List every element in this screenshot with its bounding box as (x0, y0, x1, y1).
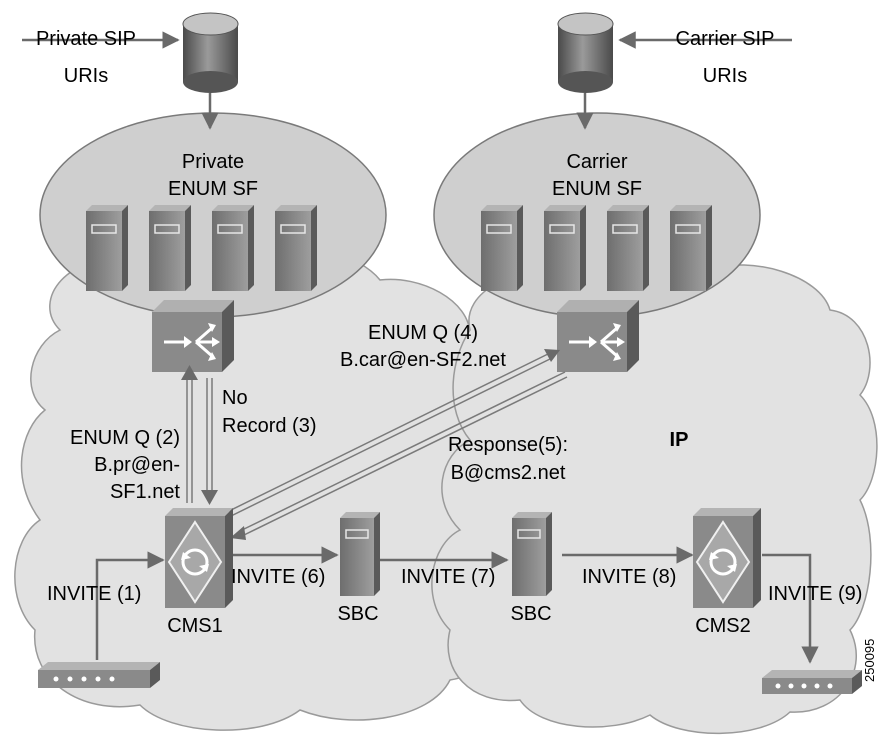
invite8-label: INVITE (8) (582, 566, 676, 588)
no-record3-label-line1: No (222, 387, 248, 409)
carrier-sf-server-icon (607, 205, 649, 291)
sbc2-server-icon (512, 512, 552, 596)
enum-q2-label-line3: SF1.net (110, 481, 180, 503)
carrier-router-switch-icon (557, 300, 639, 372)
private-sf-server-icon (212, 205, 254, 291)
carrier-sip-label-line2: URIs (703, 65, 747, 87)
invite9-label: INVITE (9) (768, 583, 862, 605)
carrier-sip-label-line1: Carrier SIP (676, 28, 775, 50)
private-sip-label-line2: URIs (64, 65, 108, 87)
private-database-icon (182, 12, 239, 93)
private-sf-server-icon (86, 205, 128, 291)
enum-query-2-arrow (181, 365, 198, 503)
phone2-ip-phone-icon (762, 670, 862, 694)
private-sf-title-line2: ENUM SF (168, 178, 258, 200)
response5-label-line2: B@cms2.net (451, 462, 566, 484)
response5-label-line1: Response(5): (448, 434, 568, 456)
carrier-sf-server-icon (481, 205, 523, 291)
enum-q2-label-line1: ENUM Q (2) (70, 427, 180, 449)
invite7-label: INVITE (7) (401, 566, 495, 588)
invite-1-arrow (95, 551, 165, 660)
private-sf-server-icon (149, 205, 191, 291)
cms1-call-agent-icon (165, 508, 233, 608)
carrier-server-group (481, 205, 712, 291)
carrier-sf-server-icon (544, 205, 586, 291)
carrier-sf-title-line1: Carrier (566, 151, 627, 173)
response-5-arrow (230, 371, 568, 540)
enum-q4-label-line1: ENUM Q (4) (368, 322, 478, 344)
figure-id-label: 250095 (862, 639, 877, 682)
enum-q4-label-line2: B.car@en-SF2.net (340, 349, 506, 371)
private-sip-label-line1: Private SIP (36, 28, 136, 50)
cms2-label: CMS2 (695, 615, 751, 637)
carrier-sf-title-line2: ENUM SF (552, 178, 642, 200)
invite-9-arrow (762, 553, 819, 664)
enum-q2-label-line2: B.pr@en- (94, 454, 180, 476)
private-sf-title-line1: Private (182, 151, 244, 173)
ip-network-label: IP (670, 429, 689, 451)
cms2-call-agent-icon (693, 508, 761, 608)
no-record3-label-line2: Record (3) (222, 415, 316, 437)
private-sf-server-icon (275, 205, 317, 291)
carrier-sf-server-icon (670, 205, 712, 291)
phone1-ip-phone-icon (38, 662, 160, 688)
invite6-label: INVITE (6) (231, 566, 325, 588)
invite1-label: INVITE (1) (47, 583, 141, 605)
sbc2-label: SBC (510, 603, 551, 625)
carrier-database-icon (557, 12, 614, 93)
sbc1-server-icon (340, 512, 380, 596)
private-router-switch-icon (152, 300, 234, 372)
no-record-3-arrow (201, 378, 218, 505)
sbc1-label: SBC (337, 603, 378, 625)
cms1-label: CMS1 (167, 615, 223, 637)
enum-query-4-arrow (226, 349, 560, 518)
private-server-group (86, 205, 317, 291)
